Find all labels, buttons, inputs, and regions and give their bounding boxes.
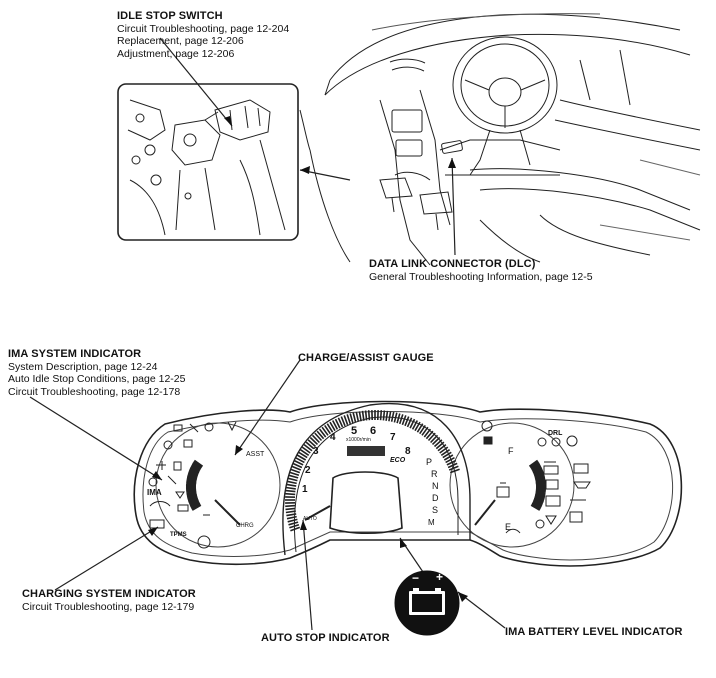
auto-stop-indicator-callout: AUTO STOP INDICATOR xyxy=(261,632,390,645)
ima-battery-icon-badge xyxy=(394,570,460,636)
charge-assist-gauge-title: CHARGE/ASSIST GAUGE xyxy=(298,352,434,364)
ima-ref-circuit[interactable]: Circuit Troubleshooting, page 12-178 xyxy=(8,385,181,398)
arrowheads-cluster xyxy=(148,445,468,602)
auto-stop-indicator-title: AUTO STOP INDICATOR xyxy=(261,632,390,644)
leader-lines-top xyxy=(159,37,456,256)
ima-battery-level-indicator-callout: IMA BATTERY LEVEL INDICATOR xyxy=(505,626,683,639)
dlc-callout: DATA LINK CONNECTOR (DLC) General Troubl… xyxy=(369,258,593,283)
idle-stop-switch-inset xyxy=(117,83,299,241)
ima-battery-level-indicator-title: IMA BATTERY LEVEL INDICATOR xyxy=(505,626,683,638)
idle-stop-switch-ref-circuit[interactable]: Circuit Troubleshooting, page 12-204 xyxy=(117,22,290,35)
charging-ref-circuit[interactable]: Circuit Troubleshooting, page 12-179 xyxy=(22,600,195,613)
tach-tick-band xyxy=(285,410,460,532)
dlc-title: DATA LINK CONNECTOR (DLC) xyxy=(369,258,536,270)
arrowheads-top xyxy=(224,116,456,174)
charge-assist-gauge-callout: CHARGE/ASSIST GAUGE xyxy=(298,352,434,365)
charging-system-indicator-callout: CHARGING SYSTEM INDICATOR Circuit Troubl… xyxy=(22,588,196,613)
charge-assist-arc xyxy=(185,459,204,511)
dashboard-illustration xyxy=(299,13,701,266)
ima-ref-system-description[interactable]: System Description, page 12-24 xyxy=(8,360,158,373)
dlc-ref-general[interactable]: General Troubleshooting Information, pag… xyxy=(369,270,593,283)
instrument-cluster xyxy=(29,359,683,631)
fuel-arc xyxy=(528,459,547,511)
leader-lines-cluster xyxy=(29,359,506,631)
idle-stop-switch-ref-replacement[interactable]: Replacement, page 12-206 xyxy=(117,35,244,47)
idle-stop-switch-callout: IDLE STOP SWITCH Circuit Troubleshooting… xyxy=(117,10,289,60)
idle-stop-switch-title: IDLE STOP SWITCH xyxy=(117,10,223,22)
idle-stop-switch-ref-adjustment[interactable]: Adjustment, page 12-206 xyxy=(117,47,235,60)
ima-ref-auto-idle-stop[interactable]: Auto Idle Stop Conditions, page 12-25 xyxy=(8,373,186,385)
ima-system-indicator-callout: IMA SYSTEM INDICATOR System Description,… xyxy=(8,348,185,398)
charging-system-indicator-title: CHARGING SYSTEM INDICATOR xyxy=(22,588,196,600)
ima-system-indicator-title: IMA SYSTEM INDICATOR xyxy=(8,348,142,360)
right-pod-warning-icons xyxy=(481,420,591,534)
